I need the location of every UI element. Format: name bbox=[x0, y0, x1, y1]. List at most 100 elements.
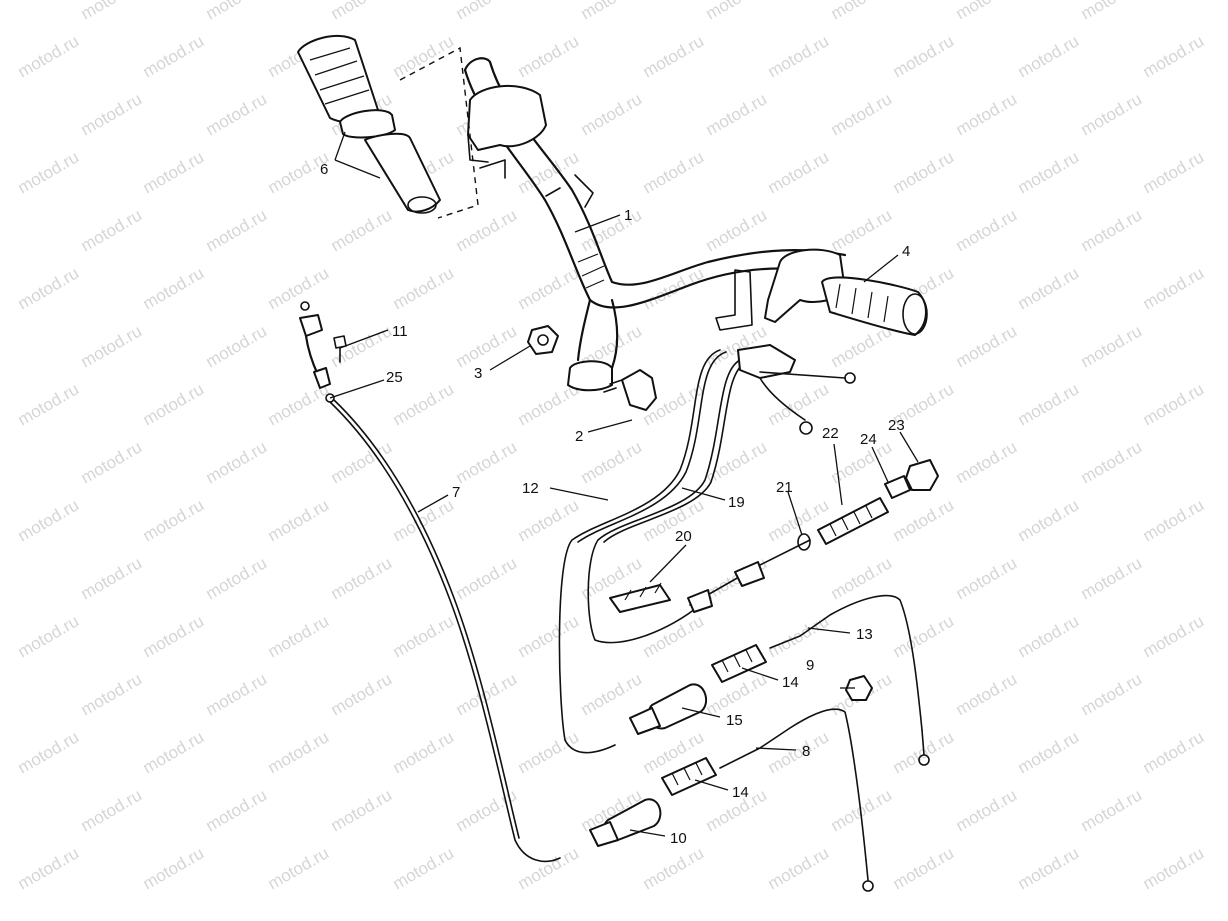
watermark-text-134: motod.ru bbox=[203, 785, 271, 835]
watermark-layer: motod.ru motod.ru motod.ru motod.ru motod.ru… bbox=[15, 0, 1208, 893]
watermark-text-34: motod.ru bbox=[765, 147, 833, 197]
callout-7: 7 bbox=[452, 484, 460, 501]
watermark-text-109: motod.ru bbox=[640, 611, 708, 661]
callout-8: 8 bbox=[802, 743, 810, 760]
watermark-text-5: motod.ru bbox=[703, 0, 771, 23]
fitting-part-14-lower bbox=[661, 757, 717, 796]
cable-part-7 bbox=[329, 399, 561, 863]
watermark-text-10: motod.ru bbox=[140, 31, 208, 81]
watermark-text-8: motod.ru bbox=[1078, 0, 1146, 23]
nut-part-9 bbox=[845, 675, 873, 701]
watermark-text-45: motod.ru bbox=[953, 205, 1021, 255]
watermark-text-105: motod.ru bbox=[140, 611, 208, 661]
watermark-text-37: motod.ru bbox=[1140, 147, 1208, 197]
watermark-text-6: motod.ru bbox=[828, 0, 896, 23]
watermark-text-13: motod.ru bbox=[515, 31, 583, 81]
watermark-text-76: motod.ru bbox=[78, 437, 146, 487]
watermark-text-89: motod.ru bbox=[515, 495, 583, 545]
watermark-text-117: motod.ru bbox=[453, 669, 521, 719]
watermark-text-150: motod.ru bbox=[1015, 843, 1083, 893]
watermark-text-93: motod.ru bbox=[1015, 495, 1083, 545]
watermark-text-39: motod.ru bbox=[203, 205, 271, 255]
watermark-text-143: motod.ru bbox=[140, 843, 208, 893]
watermark-text-96: motod.ru bbox=[203, 553, 271, 603]
watermark-text-64: motod.ru bbox=[953, 321, 1021, 371]
watermark-text-98: motod.ru bbox=[453, 553, 521, 603]
watermark-text-81: motod.ru bbox=[703, 437, 771, 487]
watermark-text-66: motod.ru bbox=[15, 379, 83, 429]
watermark-text-108: motod.ru bbox=[515, 611, 583, 661]
watermark-text-127: motod.ru bbox=[515, 727, 583, 777]
callout-20: 20 bbox=[675, 528, 692, 545]
watermark-text-103: motod.ru bbox=[1078, 553, 1146, 603]
cable-part-12 bbox=[558, 349, 727, 754]
watermark-text-78: motod.ru bbox=[328, 437, 396, 487]
lever-bracket bbox=[737, 344, 856, 435]
watermark-text-104: motod.ru bbox=[15, 611, 83, 661]
watermark-text-113: motod.ru bbox=[1140, 611, 1208, 661]
callout-14b: 14 bbox=[732, 784, 749, 801]
cable-part-19 bbox=[587, 359, 747, 644]
watermark-text-83: motod.ru bbox=[953, 437, 1021, 487]
watermark-text-107: motod.ru bbox=[390, 611, 458, 661]
clip-part-20 bbox=[609, 582, 671, 613]
watermark-text-2: motod.ru bbox=[328, 0, 396, 23]
watermark-text-1: motod.ru bbox=[203, 0, 271, 23]
callout-9: 9 bbox=[806, 657, 814, 674]
watermark-text-48: motod.ru bbox=[140, 263, 208, 313]
boot-part-10 bbox=[589, 798, 662, 847]
watermark-text-14: motod.ru bbox=[640, 31, 708, 81]
callout-24: 24 bbox=[860, 431, 877, 448]
watermark-text-19: motod.ru bbox=[78, 89, 146, 139]
watermark-text-123: motod.ru bbox=[15, 727, 83, 777]
watermark-text-92: motod.ru bbox=[890, 495, 958, 545]
watermark-text-35: motod.ru bbox=[890, 147, 958, 197]
watermark-text-46: motod.ru bbox=[1078, 205, 1146, 255]
watermark-text-131: motod.ru bbox=[1015, 727, 1083, 777]
adjuster-assembly bbox=[687, 459, 939, 613]
watermark-text-65: motod.ru bbox=[1078, 321, 1146, 371]
watermark-text-3: motod.ru bbox=[453, 0, 521, 23]
callout-3: 3 bbox=[474, 365, 482, 382]
watermark-text-52: motod.ru bbox=[640, 263, 708, 313]
watermark-text-51: motod.ru bbox=[515, 263, 583, 313]
watermark-text-9: motod.ru bbox=[15, 31, 83, 81]
throttle-cable-end bbox=[299, 301, 335, 403]
watermark-text-136: motod.ru bbox=[453, 785, 521, 835]
watermark-text-42: motod.ru bbox=[578, 205, 646, 255]
watermark-text-115: motod.ru bbox=[203, 669, 271, 719]
watermark-text-80: motod.ru bbox=[578, 437, 646, 487]
watermark-text-67: motod.ru bbox=[140, 379, 208, 429]
watermark-text-58: motod.ru bbox=[203, 321, 271, 371]
watermark-text-121: motod.ru bbox=[953, 669, 1021, 719]
watermark-text-44: motod.ru bbox=[828, 205, 896, 255]
fitting-part-14-upper bbox=[711, 644, 767, 683]
watermark-text-145: motod.ru bbox=[390, 843, 458, 893]
watermark-text-148: motod.ru bbox=[765, 843, 833, 893]
watermark-text-147: motod.ru bbox=[640, 843, 708, 893]
cable-part-13 bbox=[769, 594, 930, 766]
watermark-text-79: motod.ru bbox=[453, 437, 521, 487]
callout-15: 15 bbox=[726, 712, 743, 729]
watermark-text-16: motod.ru bbox=[890, 31, 958, 81]
watermark-text-135: motod.ru bbox=[328, 785, 396, 835]
nut-part-3 bbox=[527, 325, 559, 355]
callout-4: 4 bbox=[902, 243, 910, 260]
watermark-text-77: motod.ru bbox=[203, 437, 271, 487]
watermark-text-146: motod.ru bbox=[515, 843, 583, 893]
boot-part-15 bbox=[629, 683, 708, 735]
watermark-text-132: motod.ru bbox=[1140, 727, 1208, 777]
watermark-text-43: motod.ru bbox=[703, 205, 771, 255]
watermark-text-140: motod.ru bbox=[953, 785, 1021, 835]
watermark-text-72: motod.ru bbox=[765, 379, 833, 429]
watermark-text-125: motod.ru bbox=[265, 727, 333, 777]
watermark-text-15: motod.ru bbox=[765, 31, 833, 81]
callout-19: 19 bbox=[728, 494, 745, 511]
callout-12: 12 bbox=[522, 480, 539, 497]
watermark-text-18: motod.ru bbox=[1140, 31, 1208, 81]
callout-11: 11 bbox=[392, 323, 408, 340]
watermark-text-133: motod.ru bbox=[78, 785, 146, 835]
watermark-text-17: motod.ru bbox=[1015, 31, 1083, 81]
watermark-text-27: motod.ru bbox=[1078, 89, 1146, 139]
